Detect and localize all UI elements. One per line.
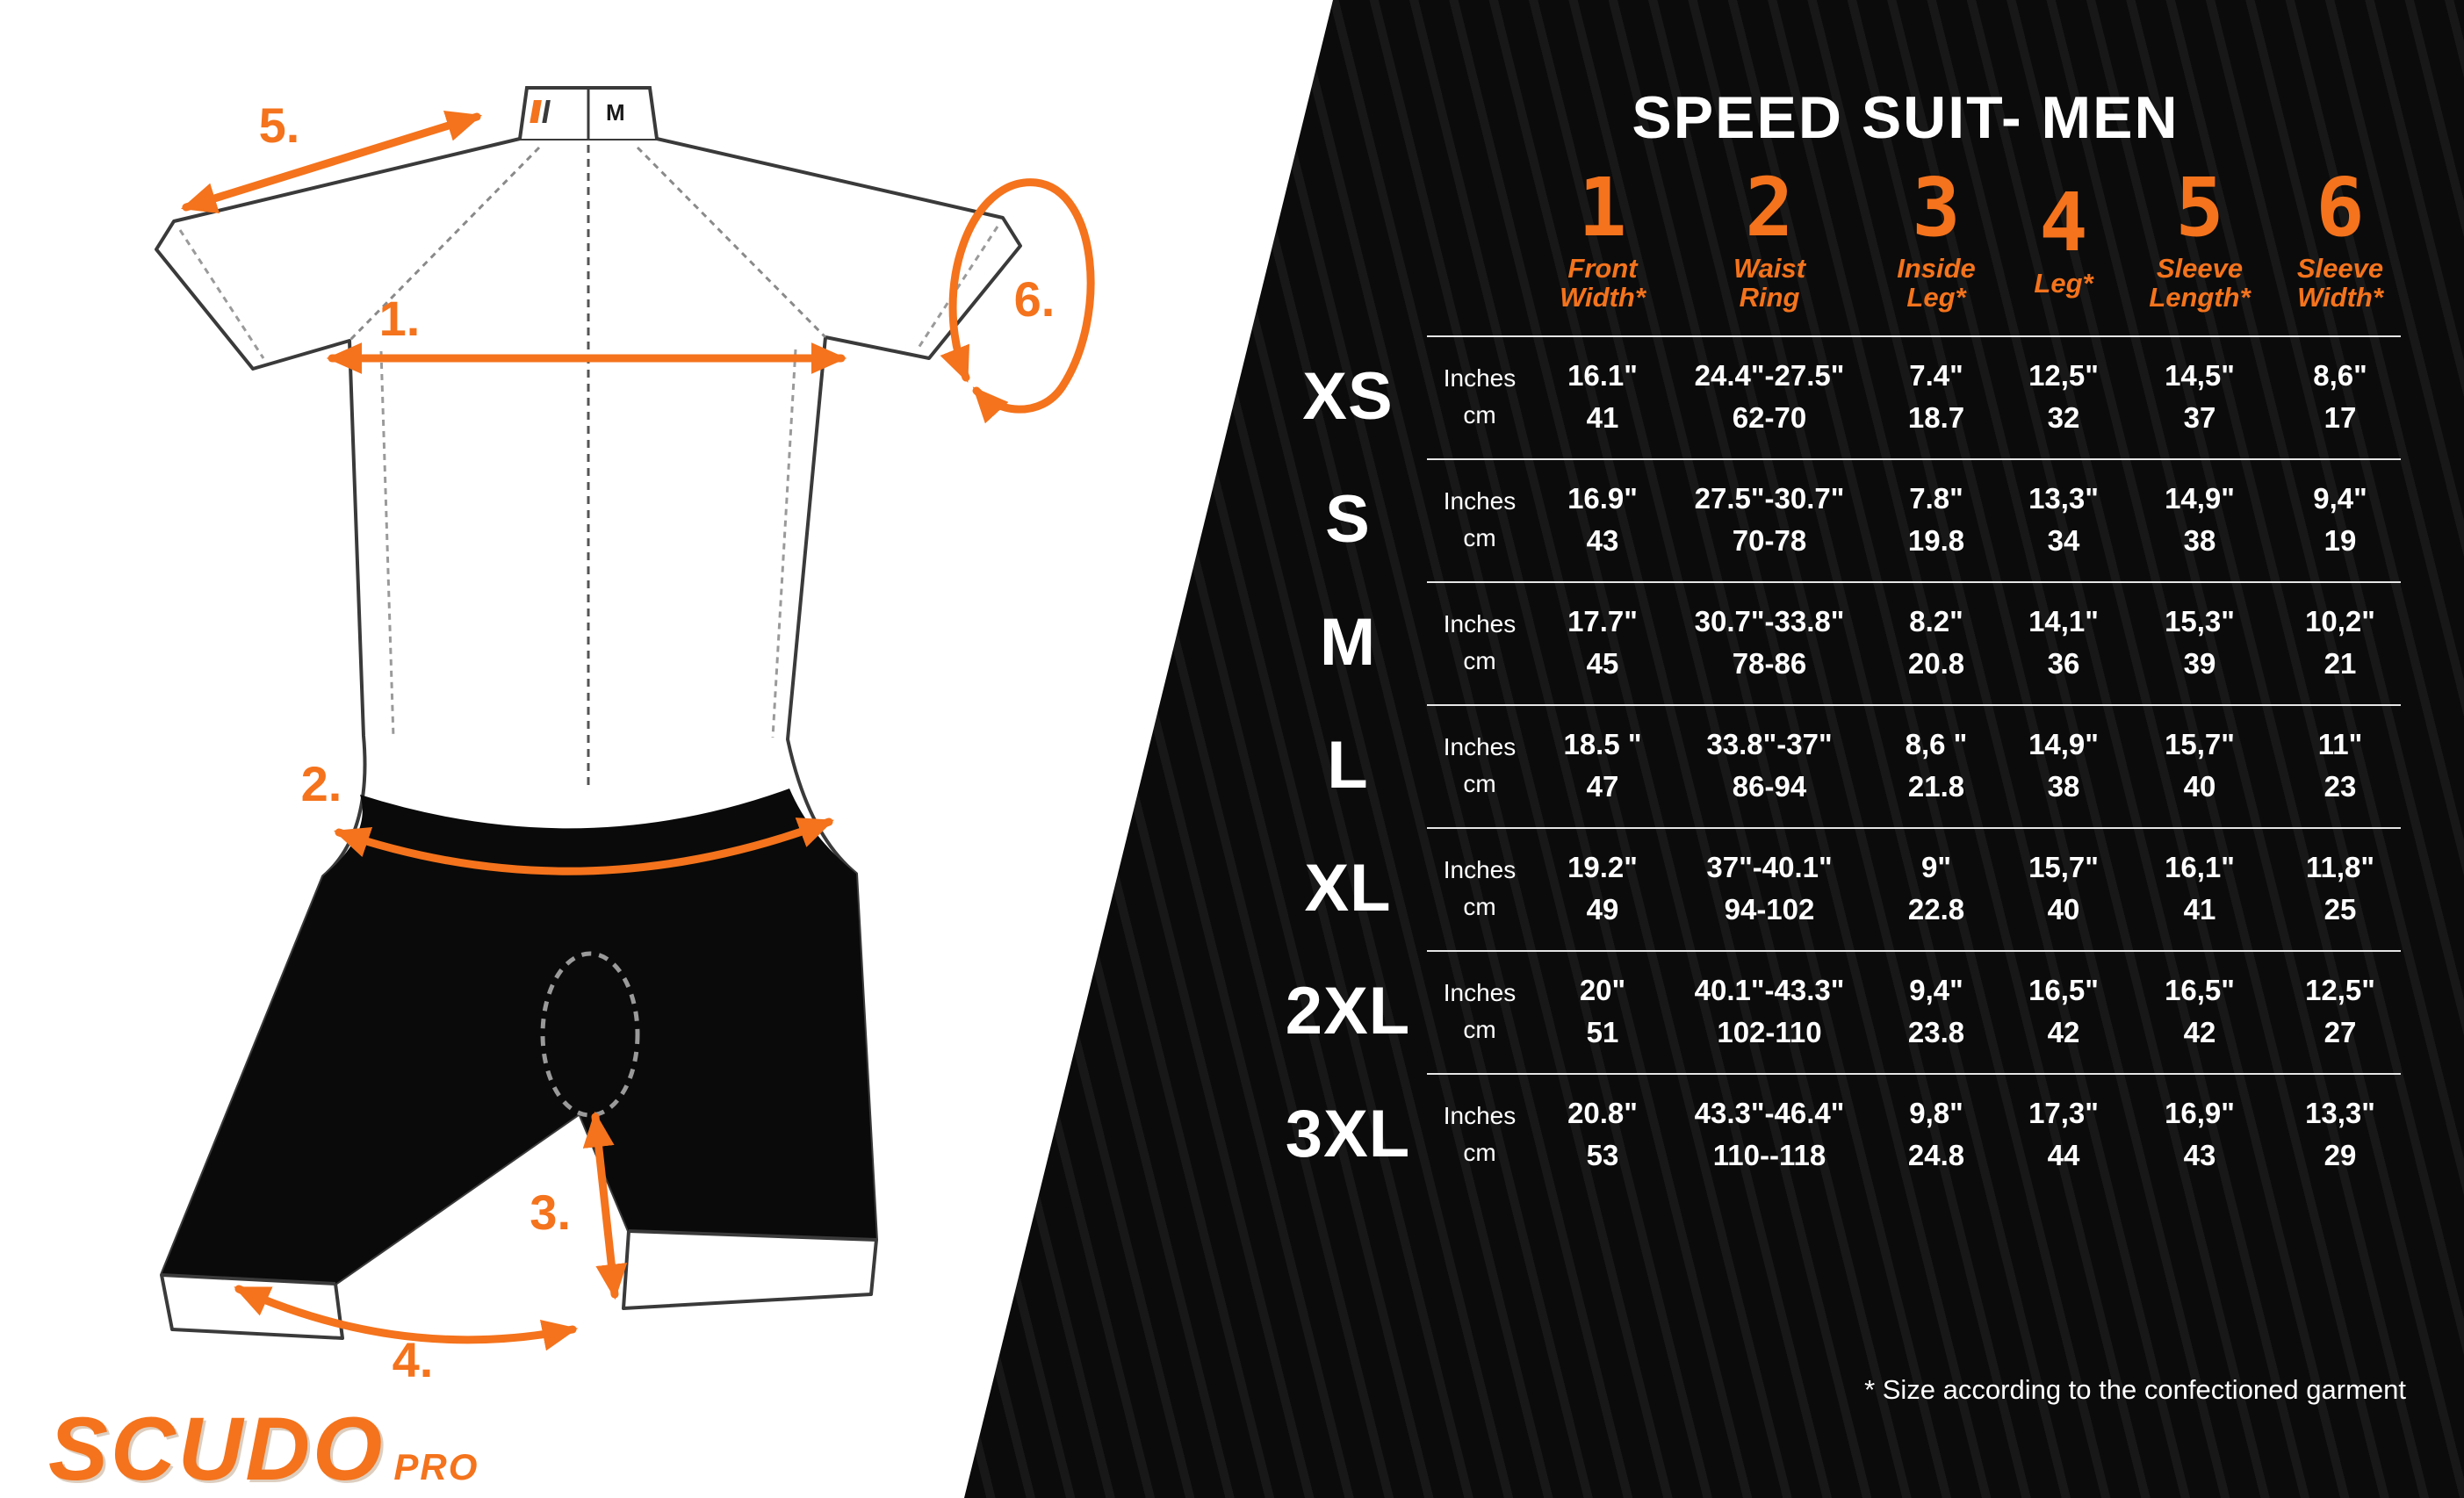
measurement-cell: 10,2"21 — [2305, 604, 2375, 680]
measurement-cell: 20"51 — [1579, 973, 1626, 1048]
measure-arrow-4 — [234, 1285, 579, 1351]
measurement-cell: 7.8"19.8 — [1907, 481, 1965, 557]
chamois-pad — [540, 951, 640, 1118]
measurement-cell: 24.4"-27.5"62-70 — [1694, 358, 1845, 434]
measurement-cell: 16.1"41 — [1567, 358, 1638, 434]
measurement-arrows — [180, 110, 1095, 1351]
measurement-cell: 13,3"29 — [2305, 1096, 2375, 1171]
measurement-cell: 9"22.8 — [1907, 850, 1965, 925]
measurement-cell: 9,8"24.8 — [1907, 1096, 1965, 1171]
measurement-cell: 16,5"42 — [2028, 973, 2099, 1048]
speed-suit-diagram: M 5. 1. 6. 2. 3. 4. — [155, 86, 1095, 1387]
page-title: SPEED SUIT- MEN — [1632, 84, 2179, 151]
column-header: 5 Sleeve Length* — [2149, 161, 2251, 313]
collar-logo-stripe-icon — [542, 100, 551, 123]
measure-arrow-5 — [180, 110, 483, 214]
measurement-cell: 14,5"37 — [2165, 358, 2235, 434]
measurement-cell: 16,9"43 — [2165, 1096, 2235, 1171]
column-header: 2 Waist Ring — [1733, 161, 1806, 313]
measure-label-4: 4. — [393, 1332, 434, 1387]
collar-size-tag: M — [606, 99, 625, 126]
measurement-cell: 12,5"32 — [2028, 358, 2099, 434]
measurement-cell: 15,7"40 — [2165, 727, 2235, 803]
measurement-cell: 8.2"20.8 — [1907, 604, 1965, 680]
measure-label-5: 5. — [259, 97, 300, 153]
measurement-cell: 9,4"23.8 — [1907, 973, 1965, 1048]
measurement-cell: 14,9"38 — [2165, 481, 2235, 557]
shorts-panel — [162, 789, 876, 1284]
measure-label-2: 2. — [301, 756, 342, 811]
column-header: 3 Inside Leg* — [1897, 161, 1976, 313]
measurement-cell: 37"-40.1"94-102 — [1706, 850, 1833, 925]
measurement-cell: 14,1"36 — [2028, 604, 2099, 680]
measurement-cell: 13,3"34 — [2028, 481, 2099, 557]
measurement-cell: 18.5 "47 — [1563, 727, 1642, 803]
measurement-cell: 33.8"-37"86-94 — [1706, 727, 1833, 803]
measurement-cell: 27.5"-30.7"70-78 — [1694, 481, 1845, 557]
size-label: XL — [1304, 851, 1392, 926]
measure-label-6: 6. — [1014, 271, 1055, 327]
suit-outline: M — [155, 86, 1022, 1340]
measurement-cell: 11"23 — [2317, 727, 2363, 803]
column-header: 1 Front Width* — [1560, 161, 1646, 313]
measurement-cell: 14,9"38 — [2028, 727, 2099, 803]
measure-label-1: 1. — [379, 291, 421, 346]
measure-arrow-3 — [582, 1111, 628, 1300]
measurement-cell: 16.9"43 — [1567, 481, 1638, 557]
measurement-cell: 19.2"49 — [1567, 850, 1638, 925]
measurement-cell: 20.8"53 — [1567, 1096, 1638, 1171]
measurement-cell: 17.7"45 — [1567, 604, 1638, 680]
column-header: 6 Sleeve Width* — [2296, 161, 2384, 313]
measurement-cell: 30.7"-33.8"78-86 — [1694, 604, 1845, 680]
measurement-cell: 8,6 "21.8 — [1905, 727, 1968, 803]
measurement-cell: 15,7"40 — [2028, 850, 2099, 925]
size-label: S — [1325, 482, 1371, 558]
measurement-cell: 7.4"18.7 — [1907, 358, 1965, 434]
measurement-cell: 11,8"25 — [2305, 850, 2375, 925]
measurement-cell: 40.1"-43.3"102-110 — [1694, 973, 1845, 1048]
brand-logo: SCUDO PRO — [48, 1398, 479, 1498]
size-label: XS — [1302, 359, 1394, 435]
measurement-cell: 8,6"17 — [2313, 358, 2367, 434]
measurement-cell: 17,3"44 — [2028, 1096, 2099, 1171]
measurement-cell: 15,3"39 — [2165, 604, 2235, 680]
size-label: 2XL — [1285, 974, 1411, 1049]
measure-arrow-6 — [940, 178, 1095, 424]
collar-logo-icon — [530, 100, 542, 123]
size-label: 3XL — [1285, 1097, 1411, 1172]
brand-name: SCUDO — [48, 1399, 385, 1498]
measure-arrow-2 — [334, 817, 834, 875]
table-header: 1 Front Width* 2 Waist Ring 3 Inside Leg… — [1273, 168, 2406, 313]
measurement-cell: 12,5"27 — [2305, 973, 2375, 1048]
measure-label-3: 3. — [530, 1185, 571, 1240]
size-label: M — [1319, 605, 1377, 681]
measurement-cell: 16,5"42 — [2165, 973, 2235, 1048]
brand-suffix: PRO — [393, 1446, 479, 1487]
measurement-cell: 16,1"41 — [2165, 850, 2235, 925]
size-table: SPEED SUIT- MEN 1 Front Width* 2 Waist R… — [1273, 83, 2406, 1196]
measurement-cell: 43.3"-46.4"110--118 — [1694, 1096, 1845, 1171]
footnote: * Size according to the confectioned gar… — [1864, 1374, 2406, 1405]
measurement-cell: 9,4"19 — [2313, 481, 2367, 557]
column-header: 4 Leg* — [2034, 175, 2093, 299]
size-label: L — [1327, 728, 1369, 803]
